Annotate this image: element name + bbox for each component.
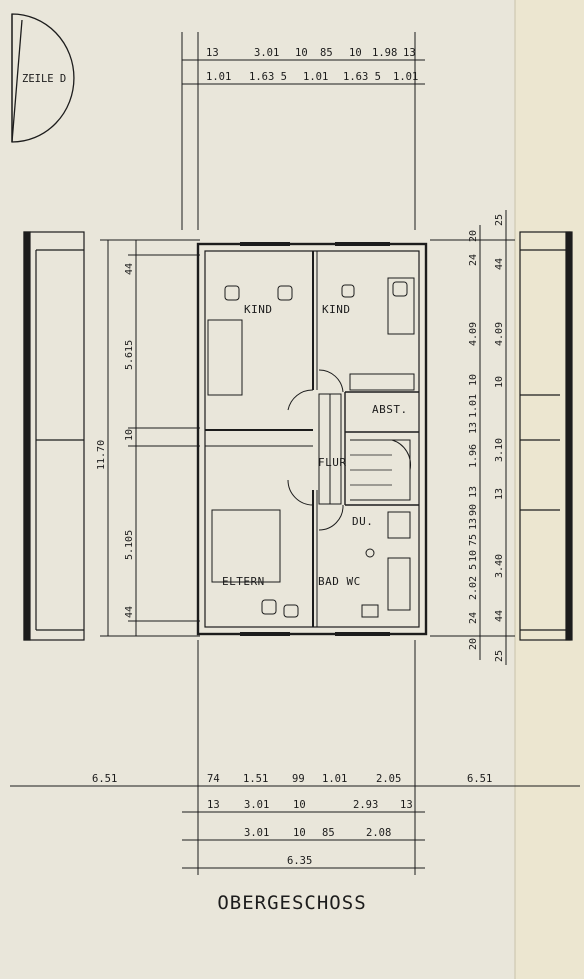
svg-text:10: 10 xyxy=(293,799,306,811)
svg-text:20: 20 xyxy=(468,638,479,650)
svg-text:4.09: 4.09 xyxy=(468,322,479,346)
svg-text:6.51: 6.51 xyxy=(92,773,117,785)
svg-text:13: 13 xyxy=(468,518,479,530)
svg-text:99: 99 xyxy=(292,773,305,785)
svg-text:1.01: 1.01 xyxy=(468,394,479,418)
svg-text:44: 44 xyxy=(124,606,135,618)
svg-text:10: 10 xyxy=(494,376,505,388)
svg-text:1.98: 1.98 xyxy=(372,47,397,59)
svg-text:75: 75 xyxy=(468,534,479,546)
svg-text:13: 13 xyxy=(206,47,219,59)
room-flur: FLUR xyxy=(318,456,347,469)
svg-text:2.02 5: 2.02 5 xyxy=(468,564,479,600)
svg-text:10: 10 xyxy=(293,827,306,839)
svg-text:13: 13 xyxy=(403,47,416,59)
svg-text:1.01: 1.01 xyxy=(393,71,418,83)
svg-text:44: 44 xyxy=(494,610,505,622)
svg-text:1.96: 1.96 xyxy=(468,444,479,468)
compass-label: ZEILE D xyxy=(22,73,66,85)
neighbor-house-left xyxy=(23,231,85,641)
svg-text:90: 90 xyxy=(468,504,479,516)
bottom-dim-row2: 13 3.01 10 2.93 13 xyxy=(207,799,413,811)
bottom-dim-total: 6.35 xyxy=(287,855,312,867)
svg-text:1.01: 1.01 xyxy=(206,71,231,83)
top-dimension-lines xyxy=(181,32,425,230)
room-du: DU. xyxy=(352,515,373,528)
svg-text:1.01: 1.01 xyxy=(322,773,347,785)
svg-text:1.63 5: 1.63 5 xyxy=(343,71,381,83)
svg-text:6.51: 6.51 xyxy=(467,773,492,785)
left-dimension-lines xyxy=(100,239,200,637)
building-walls xyxy=(196,242,428,636)
svg-text:20: 20 xyxy=(468,230,479,242)
svg-text:4.09: 4.09 xyxy=(494,322,505,346)
svg-text:13: 13 xyxy=(207,799,220,811)
svg-text:5.615: 5.615 xyxy=(124,340,135,370)
bottom-dimension-lines xyxy=(10,640,580,875)
svg-text:5.105: 5.105 xyxy=(124,530,135,560)
svg-text:13: 13 xyxy=(400,799,413,811)
compass-symbol xyxy=(11,13,75,143)
svg-text:3.10: 3.10 xyxy=(494,438,505,462)
room-eltern: ELTERN xyxy=(222,575,265,588)
svg-text:24: 24 xyxy=(468,254,479,266)
svg-text:85: 85 xyxy=(322,827,335,839)
svg-text:3.01: 3.01 xyxy=(244,827,269,839)
svg-text:3.40: 3.40 xyxy=(494,554,505,578)
svg-text:13: 13 xyxy=(468,422,479,434)
svg-text:10: 10 xyxy=(468,374,479,386)
svg-text:74: 74 xyxy=(207,773,220,785)
furniture xyxy=(207,277,415,618)
svg-text:2.05: 2.05 xyxy=(376,773,401,785)
svg-text:44: 44 xyxy=(494,258,505,270)
plan-title: OBERGESCHOSS xyxy=(217,892,367,914)
svg-text:2.93: 2.93 xyxy=(353,799,378,811)
right-dim-outer: 25 44 4.09 10 3.10 13 3.40 44 25 xyxy=(494,214,505,662)
svg-text:44: 44 xyxy=(124,263,135,275)
neighbor-house-right xyxy=(519,231,573,641)
bottom-dim-row1: 6.51 74 1.51 99 1.01 2.05 6.51 xyxy=(92,773,492,785)
svg-text:1.01: 1.01 xyxy=(303,71,328,83)
svg-text:1.63 5: 1.63 5 xyxy=(249,71,287,83)
svg-text:1.51: 1.51 xyxy=(243,773,268,785)
svg-text:10: 10 xyxy=(468,550,479,562)
svg-text:85: 85 xyxy=(320,47,333,59)
room-bad-wc: BAD WC xyxy=(318,575,361,588)
top-dim-row2: 1.01 1.63 5 1.01 1.63 5 1.01 xyxy=(206,71,418,83)
right-dimension-lines xyxy=(430,210,515,665)
svg-text:10: 10 xyxy=(295,47,308,59)
svg-text:13: 13 xyxy=(468,486,479,498)
svg-text:3.01: 3.01 xyxy=(244,799,269,811)
right-dim-inner: 20 24 4.09 10 1.01 13 1.96 13 90 13 75 1… xyxy=(468,230,479,650)
svg-text:25: 25 xyxy=(494,650,505,662)
paper-fold-strip xyxy=(515,0,584,979)
svg-text:10: 10 xyxy=(349,47,362,59)
svg-text:24: 24 xyxy=(468,612,479,624)
top-dim-row1: 13 3.01 10 85 10 1.98 13 xyxy=(206,47,416,59)
svg-text:13: 13 xyxy=(494,488,505,500)
svg-text:3.01: 3.01 xyxy=(254,47,279,59)
room-kind-left: KIND xyxy=(244,303,273,316)
left-dim-total: 11.70 xyxy=(96,440,107,470)
svg-text:10: 10 xyxy=(124,429,135,441)
room-kind-right: KIND xyxy=(322,303,351,316)
svg-text:2.08: 2.08 xyxy=(366,827,391,839)
bottom-dim-row3: 3.01 10 85 2.08 xyxy=(244,827,391,839)
svg-text:25: 25 xyxy=(494,214,505,226)
room-abst: ABST. xyxy=(372,403,408,416)
